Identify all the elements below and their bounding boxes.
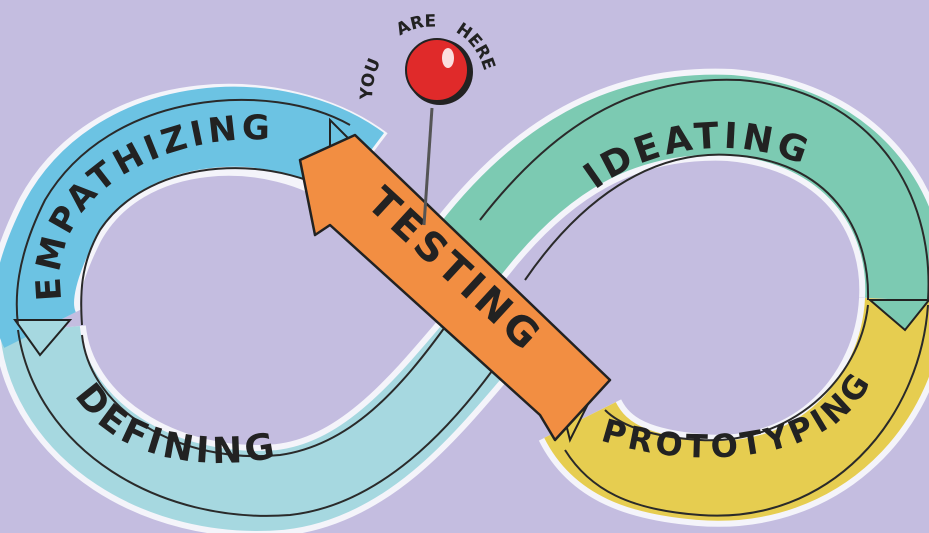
- pin-highlight: [442, 48, 454, 68]
- testing-arrow: [298, 133, 612, 442]
- pin-head: [405, 38, 469, 102]
- pin-needle: [422, 107, 434, 226]
- band-outlines: [15, 78, 929, 517]
- empathizing-label: EMPATHIZING: [28, 108, 274, 302]
- you-are-here-are: ARE: [393, 12, 436, 41]
- you-are-here-you: YOU: [357, 56, 385, 102]
- defining-arrowhead: [13, 319, 73, 357]
- prototyping-band: [544, 296, 929, 521]
- empathizing-band: [0, 86, 384, 348]
- ideating-band: [438, 74, 929, 302]
- defining-band: [0, 303, 521, 531]
- ideating-arrowhead: [867, 299, 929, 332]
